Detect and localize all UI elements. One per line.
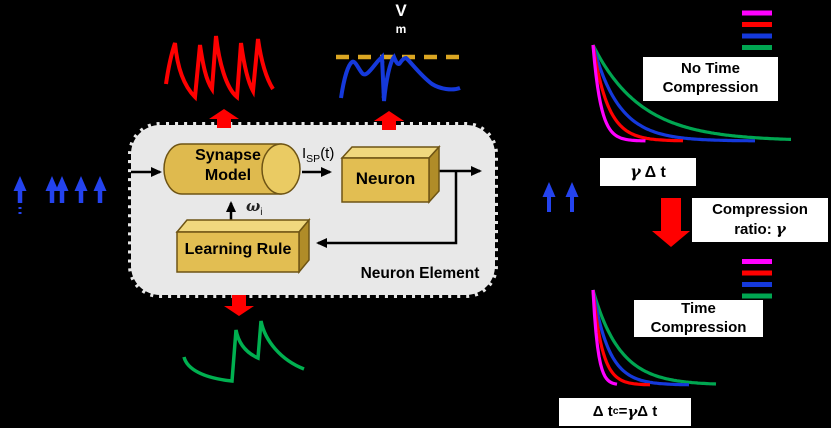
psc-waveform <box>164 35 275 102</box>
delta-tc-sub: c <box>612 405 619 418</box>
compression-decay-curves <box>591 289 717 387</box>
delta-tc-gamma: γ <box>627 402 638 421</box>
red-decay-curve <box>591 289 651 387</box>
isp-current-label: ISP(t) <box>302 145 334 165</box>
input-spike-train <box>13 176 107 215</box>
no-compression-legend <box>742 10 772 50</box>
red-decay-curve <box>591 44 684 143</box>
spike-head <box>542 182 556 197</box>
gamma-dt-text: γ Δ t <box>630 162 666 183</box>
spike-head <box>565 182 579 197</box>
gamma-symbol: γ <box>630 161 641 181</box>
neuron-vm-up-arrow <box>374 111 404 130</box>
synapse-model-label: Synapse Model <box>180 146 276 186</box>
neuron-element-label: Neuron Element <box>360 265 480 282</box>
no-time-line2: Compression <box>662 79 759 96</box>
no-time-compression-box: No Time Compression <box>643 57 778 101</box>
green-decay-curve <box>591 289 717 386</box>
blue-decay-curve <box>591 44 755 143</box>
isp-rest: (t) <box>320 145 335 162</box>
learning-rule-down-arrow <box>224 295 254 316</box>
delta-tc-mid: = <box>618 402 628 420</box>
spike-head <box>13 176 27 191</box>
compression-down-arrow <box>652 198 690 247</box>
isp-sub: SP <box>306 153 321 165</box>
neuron-shape <box>340 145 441 204</box>
green-decay-curve <box>591 44 791 141</box>
magenta-decay-curve <box>591 44 646 143</box>
spike-head <box>45 176 59 191</box>
learning-rule-label: Learning Rule <box>184 241 292 258</box>
spike-head <box>74 176 88 191</box>
vm-waveform <box>339 52 461 102</box>
vm-base: V <box>395 1 407 20</box>
synapse-model-shape <box>163 143 301 195</box>
weight-waveform <box>182 320 305 383</box>
gamma-dt-rest: Δ t <box>640 163 666 181</box>
compression-ratio-line2: ratio: γ <box>734 220 786 240</box>
weight-omega-label: ωi <box>246 197 263 218</box>
membrane-voltage-label: V m <box>388 2 414 35</box>
isp-base: I <box>302 145 307 162</box>
no-compression-decay-curves <box>591 44 791 143</box>
synapse-output-up-arrow <box>209 109 239 128</box>
vm-sub: m <box>395 22 407 36</box>
omega-base: ω <box>246 197 261 215</box>
blue-decay-curve <box>591 289 690 387</box>
learning-rule-shape <box>175 217 311 275</box>
compression-ratio-line1: Compression <box>712 200 808 218</box>
neuron-label: Neuron <box>355 169 416 188</box>
spike-head <box>93 176 107 191</box>
compressed-spike-train <box>542 182 579 212</box>
compression-ratio-box: Compression ratio: γ <box>692 198 828 242</box>
ratio-prefix: ratio: <box>734 220 776 238</box>
ratio-gamma-symbol: γ <box>775 219 786 238</box>
spike-head <box>55 176 69 191</box>
time-compression-box: Time Compression <box>634 300 763 337</box>
gamma-dt-box: γ Δ t <box>600 158 696 186</box>
synapse-label-line2: Model <box>204 167 252 184</box>
magenta-decay-curve <box>591 289 618 386</box>
time-compression-line2: Compression <box>650 318 747 336</box>
no-time-line1: No Time <box>681 60 740 78</box>
delta-tc-post: Δ t <box>637 402 658 420</box>
compression-legend <box>742 259 772 299</box>
omega-sub: i <box>260 206 263 218</box>
feedback-line <box>316 171 458 248</box>
time-compression-line1: Time <box>681 299 716 317</box>
synapse-label-line1: Synapse <box>195 147 261 164</box>
delta-tc-pre: Δ t <box>592 402 613 420</box>
